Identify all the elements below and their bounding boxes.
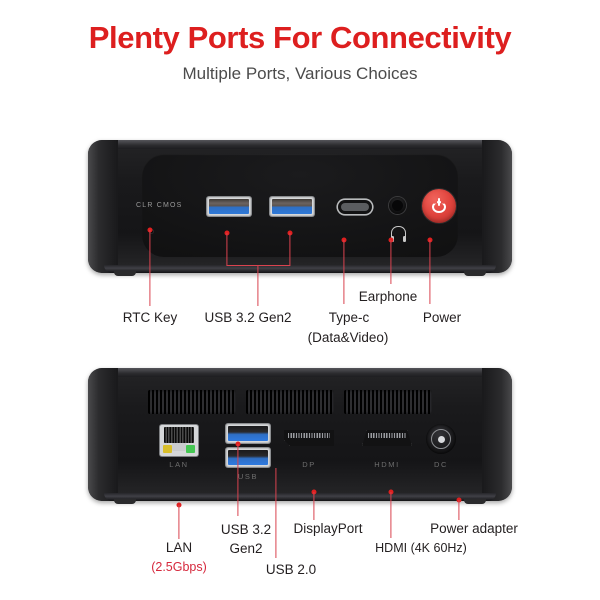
callout-sublabel-usb32-rear: Gen2 xyxy=(229,541,263,556)
usb-a-port-1[interactable] xyxy=(207,197,251,216)
page-subtitle: Multiple Ports, Various Choices xyxy=(182,64,418,83)
callout-line-hdmi xyxy=(390,492,392,538)
vent-grille-1 xyxy=(148,390,236,414)
rear-bottom-edge xyxy=(104,493,496,501)
callout-label-rtc-key: RTC Key xyxy=(122,310,178,325)
callout-line-usb32-rear xyxy=(237,444,239,516)
callout-line-power-adapter xyxy=(458,500,460,520)
clr-cmos-silkscreen: CLR CMOS xyxy=(136,202,183,209)
callout-label-power-front: Power xyxy=(422,310,462,325)
callout-line-usb xyxy=(257,265,259,306)
headphone-icon xyxy=(390,226,407,242)
lan-silkscreen: LAN xyxy=(169,460,189,469)
callout-label-hdmi: HDMI (4K 60Hz) xyxy=(375,541,467,555)
dc-barrel-jack[interactable] xyxy=(426,424,456,454)
rear-right-side xyxy=(482,368,512,501)
callout-line-lan xyxy=(178,505,180,539)
callout-label-typec: Type-c xyxy=(328,310,370,325)
dp-silkscreen: DP xyxy=(302,460,316,469)
usb-a-port-rear-top[interactable] xyxy=(226,424,270,443)
vent-grille-2 xyxy=(246,390,334,414)
rear-top-edge xyxy=(102,368,498,377)
front-right-side xyxy=(482,140,512,273)
lan-led-green xyxy=(186,445,195,453)
callout-sublabel-lan-speed: (2.5Gbps) xyxy=(151,560,207,574)
rj45-ethernet-port[interactable] xyxy=(160,425,198,456)
callout-stem-usb-right xyxy=(289,233,291,266)
callout-line-rtc-key xyxy=(149,230,151,306)
callout-label-earphone: Earphone xyxy=(358,289,418,304)
hdmi-port[interactable] xyxy=(362,430,412,446)
mini-pc-rear-view: LAN USB DP HDMI DC xyxy=(88,368,512,504)
mini-pc-front-view: CLR CMOS xyxy=(88,140,512,276)
callout-line-power-front xyxy=(429,240,431,304)
usb-a-port-2[interactable] xyxy=(270,197,314,216)
power-button[interactable] xyxy=(422,189,456,223)
dc-silkscreen: DC xyxy=(433,460,449,469)
callout-line-usb20 xyxy=(275,468,277,558)
hdmi-silkscreen: HDMI xyxy=(374,460,400,469)
callout-stem-usb-left xyxy=(226,233,228,266)
front-foot-right xyxy=(464,271,486,276)
callout-line-typec xyxy=(343,240,345,304)
rear-left-side xyxy=(88,368,118,501)
callout-label-dp: DisplayPort xyxy=(293,521,363,536)
usb-a-port-rear-bottom[interactable] xyxy=(226,448,270,467)
displayport-port[interactable] xyxy=(284,430,334,446)
front-top-edge xyxy=(102,140,498,149)
callout-label-usb32-front: USB 3.2 Gen2 xyxy=(204,310,292,325)
callout-line-earphone xyxy=(390,240,392,284)
audio-jack-port[interactable] xyxy=(389,197,406,214)
front-bottom-edge xyxy=(104,265,496,273)
usb-silkscreen: USB xyxy=(237,472,259,481)
lan-led-yellow xyxy=(163,445,172,453)
page-title: Plenty Ports For Connectivity xyxy=(88,20,512,55)
front-foot-left xyxy=(114,271,136,276)
usb-c-port[interactable] xyxy=(338,200,372,214)
vent-grille-3 xyxy=(344,390,432,414)
front-left-side xyxy=(88,140,118,273)
callout-label-usb32-rear: USB 3.2 xyxy=(220,522,272,537)
power-symbol-icon xyxy=(432,198,446,213)
callout-line-dp xyxy=(313,492,315,520)
callout-sublabel-typec: (Data&Video) xyxy=(307,330,389,345)
callout-label-usb20: USB 2.0 xyxy=(265,562,317,577)
callout-label-lan: LAN xyxy=(165,540,193,555)
callout-label-power-adapter: Power adapter xyxy=(430,521,518,536)
rear-foot-right xyxy=(464,499,486,504)
rear-foot-left xyxy=(114,499,136,504)
